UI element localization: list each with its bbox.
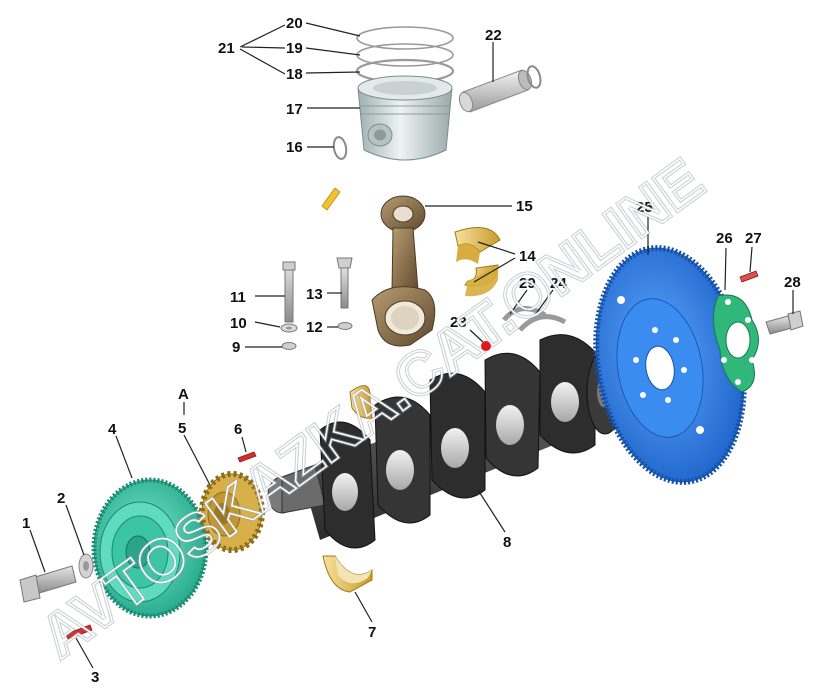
callout-5: 5 [178,420,186,437]
flywheel-bolt-28 [765,310,804,335]
callout-7: 7 [368,624,376,641]
thrust-washer-24 [518,314,567,332]
front-bolt [19,565,77,603]
piston-rings [355,26,455,84]
callout-15: 15 [516,198,533,215]
callout-3: 3 [91,669,99,686]
callout-18: 18 [286,66,303,83]
callout-27: 27 [745,230,762,247]
callout-23: 23 [450,314,467,331]
callout-29: 29 [519,275,536,292]
key-6 [237,451,257,463]
callout-20: 20 [286,15,303,32]
callout-19: 19 [286,40,303,57]
callout-25: 25 [636,199,653,216]
callout-11: 11 [230,289,246,306]
dowel-dot-23 [481,341,491,351]
flywheel [593,245,747,485]
pin-circlip-16 [332,136,348,160]
main-bearing-lower-7 [322,555,373,593]
front-washer [78,553,94,579]
nut-12 [337,322,353,330]
rod-bolt-11 [282,261,296,323]
callout-28: 28 [784,274,801,291]
callout-24: 24 [550,275,567,292]
callout-22: 22 [485,27,502,44]
crank-gear [199,471,265,553]
callout-9: 9 [232,339,240,356]
rod-small-pin [321,187,341,211]
rod-bolt-13 [336,257,353,309]
callout-2: 2 [57,490,65,507]
connecting-rod [371,195,436,347]
callout-10: 10 [230,315,247,332]
callout-16: 16 [286,139,303,156]
callout-21: 21 [218,40,235,57]
dowel-27 [739,270,759,283]
main-bearing-upper [349,385,373,419]
callout-1: 1 [22,515,30,532]
crank-pulley [91,477,209,619]
nut-9 [281,342,297,350]
key-3 [65,624,93,640]
thrust-washer-29 [502,306,547,322]
callout-8: 8 [503,534,511,551]
callout-4: 4 [108,421,117,438]
callout-13: 13 [306,286,323,303]
leader-lines [29,22,794,669]
washer-10 [280,323,298,333]
callout-26: 26 [716,230,733,247]
callout-12: 12 [306,319,323,336]
piston [357,75,453,161]
callout-A: A [178,386,189,403]
pin-circlip-22 [526,65,542,89]
callout-labels: 20 21 19 18 22 17 16 15 14 29 24 23 11 1… [22,15,801,686]
callout-17: 17 [286,101,303,118]
callout-14: 14 [519,248,536,265]
callout-6: 6 [234,421,242,438]
piston-pin [458,69,533,113]
flywheel-gasket [713,294,759,393]
